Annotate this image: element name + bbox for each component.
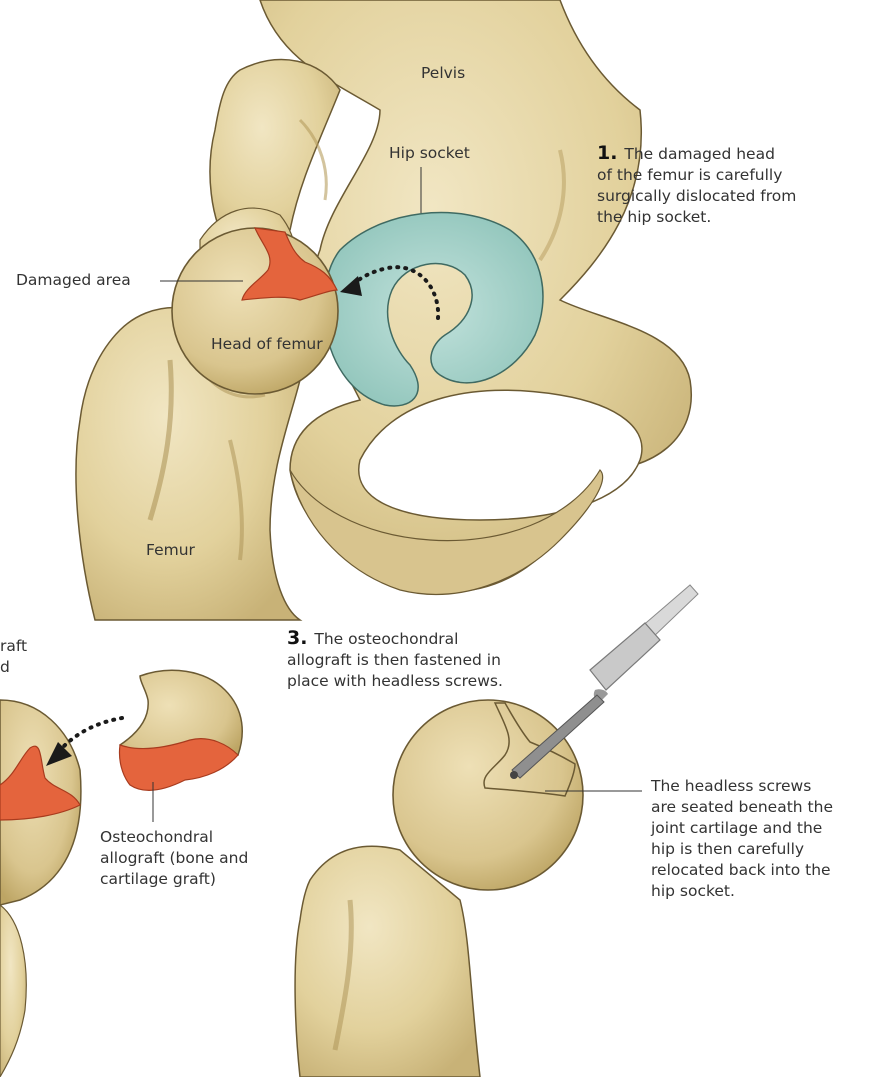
step-1-text: The damaged head of the femur is careful… <box>597 145 796 226</box>
step-1-number: 1. <box>597 142 617 164</box>
step-3-text: The osteochondral allograft is then fast… <box>287 630 503 690</box>
femur-label: Femur <box>146 540 195 561</box>
cut-step-2-label: raft d <box>0 636 27 678</box>
screws-note: The headless screws are seated beneath t… <box>651 776 871 902</box>
head-of-femur <box>172 228 338 394</box>
step-1: 1. The damaged head of the femur is care… <box>597 143 847 228</box>
head-of-femur-label: Head of femur <box>211 334 323 355</box>
step-3: 3. The osteochondral allograft is then f… <box>287 628 557 692</box>
osteochondral-allograft <box>119 670 242 790</box>
pelvis-label: Pelvis <box>421 63 465 84</box>
allograft-label: Osteochondral allograft (bone and cartil… <box>100 827 290 890</box>
hip-socket-label: Hip socket <box>389 143 470 164</box>
step-3-number: 3. <box>287 627 307 649</box>
damaged-area-label: Damaged area <box>16 270 131 291</box>
